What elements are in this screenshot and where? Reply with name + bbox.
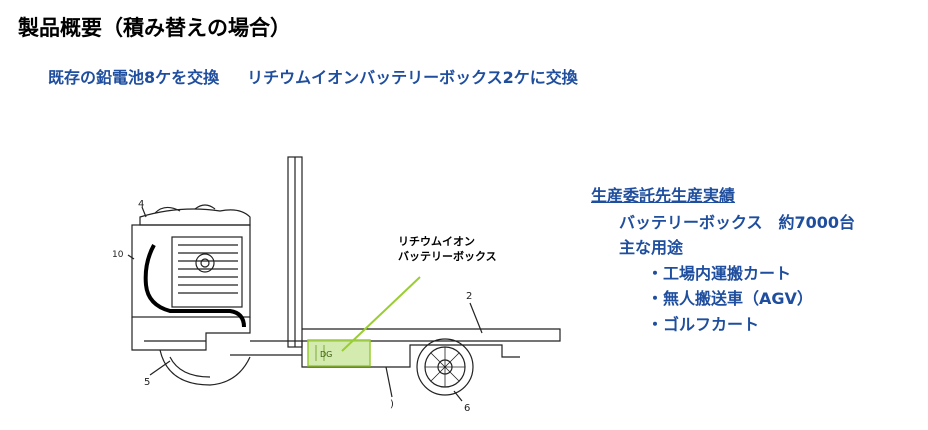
leader-2 (469, 302, 483, 334)
leader-5 (149, 360, 171, 376)
usage-item: ・ゴルフカート (647, 315, 760, 334)
front-body (131, 317, 251, 351)
production-heading: 生産委託先生産実績 (591, 186, 736, 205)
leader-1 (385, 366, 393, 398)
vehicle-diagram: DG 4 10 2 5 6 ) (112, 156, 561, 414)
front-wheel (159, 349, 251, 386)
ref-number-6: 6 (464, 403, 470, 414)
rear-wheel (416, 338, 474, 396)
usage-item: ・無人搬送車（AGV） (647, 289, 813, 308)
chassis-lower (250, 340, 520, 368)
battery-box-label: DG (320, 350, 332, 359)
usage-heading: 主な用途 (619, 238, 684, 257)
callout-leader (341, 276, 421, 352)
subtitle-new-battery: リチウムイオンバッテリーボックス2ケに交換 (247, 68, 578, 87)
ref-number-2: 2 (466, 291, 472, 302)
leader-10 (127, 254, 135, 260)
battery-box-highlight (307, 339, 371, 367)
leader-6 (453, 390, 463, 402)
motor-inner (171, 236, 243, 308)
subtitle-old-battery: 既存の鉛電池8ケを交換 (48, 68, 220, 87)
ref-number-4: 4 (138, 199, 144, 210)
page-title: 製品概要（積み替えの場合） (18, 16, 291, 40)
canopy-scribble (154, 204, 216, 214)
battery-callout: リチウムイオン バッテリーボックス (398, 234, 497, 264)
deck (302, 328, 561, 342)
cable (143, 244, 246, 328)
callout-line-1: リチウムイオン (398, 235, 475, 248)
ref-number-5: 5 (144, 377, 150, 388)
canopy-top (139, 208, 251, 226)
leader-4 (141, 206, 147, 218)
battery-count: バッテリーボックス 約7000台 (619, 213, 856, 232)
motor-housing (131, 224, 251, 318)
usage-item: ・工場内運搬カート (647, 264, 792, 283)
ref-number-10: 10 (112, 250, 124, 260)
callout-line-2: バッテリーボックス (398, 250, 497, 263)
page-subtitle: 既存の鉛電池8ケを交換 リチウムイオンバッテリーボックス2ケに交換 (48, 64, 578, 88)
ref-number-1: ) (390, 399, 394, 410)
motor-gear (195, 253, 215, 273)
motor-fins (178, 244, 238, 294)
